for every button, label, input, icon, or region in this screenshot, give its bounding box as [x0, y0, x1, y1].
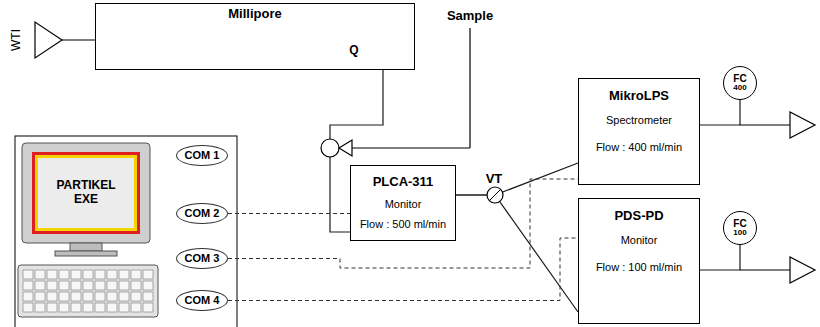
key	[131, 270, 141, 279]
node-text: 400	[733, 84, 746, 92]
key	[119, 281, 129, 290]
unit-box: Millipore	[95, 3, 415, 70]
key	[47, 270, 57, 279]
key	[131, 292, 141, 301]
port-oval: COM 3	[176, 248, 228, 269]
key	[83, 303, 93, 312]
key	[131, 303, 141, 312]
key	[95, 270, 105, 279]
key	[35, 292, 45, 301]
key	[35, 303, 45, 312]
flow-pipe	[700, 100, 740, 125]
monitor-body	[22, 143, 150, 243]
process-box: PDS-PD MonitorFlow : 100 ml/min	[578, 198, 700, 324]
flow-controller: FC100	[723, 211, 757, 245]
key	[95, 292, 105, 301]
node-text: Flow : 100 ml/min	[596, 261, 682, 274]
sample-line	[469, 28, 470, 148]
node-title: Millipore	[228, 4, 281, 22]
key	[107, 303, 117, 312]
monitor-foot	[55, 251, 117, 256]
outlet-triangle	[790, 257, 815, 283]
port-oval: COM 4	[176, 290, 228, 311]
key	[47, 281, 57, 290]
node-title: PARTIKEL EXE	[50, 179, 122, 207]
screen: PARTIKEL EXE	[32, 152, 140, 234]
process-box: MikroLPS SpectrometerFlow : 400 ml/min	[578, 78, 700, 185]
node-title: FC	[733, 74, 746, 85]
inlet-label: WTI	[9, 28, 23, 52]
node-title: FC	[733, 219, 746, 230]
key	[23, 292, 33, 301]
node-title: PDS-PD	[614, 209, 663, 224]
data-link	[228, 238, 578, 301]
vt-valve-mark	[489, 189, 501, 201]
key	[71, 292, 81, 301]
node-text: Spectrometer	[606, 114, 672, 127]
node-title: MikroLPS	[609, 89, 669, 104]
key	[71, 270, 81, 279]
key	[35, 270, 45, 279]
monitor-stand	[70, 243, 102, 251]
key	[107, 292, 117, 301]
node-title: PLCA-311	[373, 175, 434, 190]
key	[35, 281, 45, 290]
node-title: COM 3	[185, 252, 220, 265]
inlet-triangle	[35, 22, 62, 58]
key	[143, 292, 153, 301]
valve-triangle	[339, 140, 352, 156]
key	[83, 292, 93, 301]
keyboard	[18, 265, 158, 317]
key	[131, 281, 141, 290]
key	[95, 303, 105, 312]
key	[59, 303, 69, 312]
data-link	[228, 213, 350, 214]
key	[95, 281, 105, 290]
key	[23, 281, 33, 290]
computer-frame	[15, 136, 237, 327]
key	[143, 303, 153, 312]
sample-label: Sample	[446, 8, 494, 23]
key	[47, 292, 57, 301]
key	[47, 303, 57, 312]
node-title: COM 1	[185, 149, 220, 162]
node-text: Monitor	[385, 198, 422, 211]
sample-line	[352, 147, 470, 148]
node-text: 100	[733, 229, 746, 237]
key	[119, 270, 129, 279]
node-text: Flow : 400 ml/min	[596, 141, 682, 154]
pipe	[740, 269, 790, 270]
key	[83, 281, 93, 290]
key	[59, 270, 69, 279]
node-text: Monitor	[621, 234, 658, 247]
keyboard-keys	[23, 270, 153, 312]
node-title: COM 4	[185, 294, 220, 307]
pipe	[740, 124, 790, 125]
key	[107, 270, 117, 279]
key	[107, 281, 117, 290]
node-text: Flow : 500 ml/min	[360, 218, 446, 231]
vt-valve	[487, 187, 503, 203]
port-oval: COM 1	[176, 145, 228, 166]
key	[119, 303, 129, 312]
node-title: COM 2	[185, 207, 220, 220]
port-oval: COM 2	[176, 203, 228, 224]
valve-label: VT	[485, 171, 504, 186]
flow-pipe	[700, 245, 740, 270]
valve-symbol	[321, 139, 339, 157]
key	[59, 292, 69, 301]
key	[71, 303, 81, 312]
key	[143, 281, 153, 290]
key	[71, 281, 81, 290]
key	[119, 292, 129, 301]
filter-label: Q	[348, 43, 359, 57]
flow-controller: FC400	[723, 66, 757, 100]
outlet-triangle	[790, 112, 815, 138]
key	[143, 270, 153, 279]
key	[59, 281, 69, 290]
key	[23, 303, 33, 312]
process-box: PLCA-311MonitorFlow : 500 ml/min	[350, 165, 456, 241]
key	[23, 270, 33, 279]
key	[83, 270, 93, 279]
